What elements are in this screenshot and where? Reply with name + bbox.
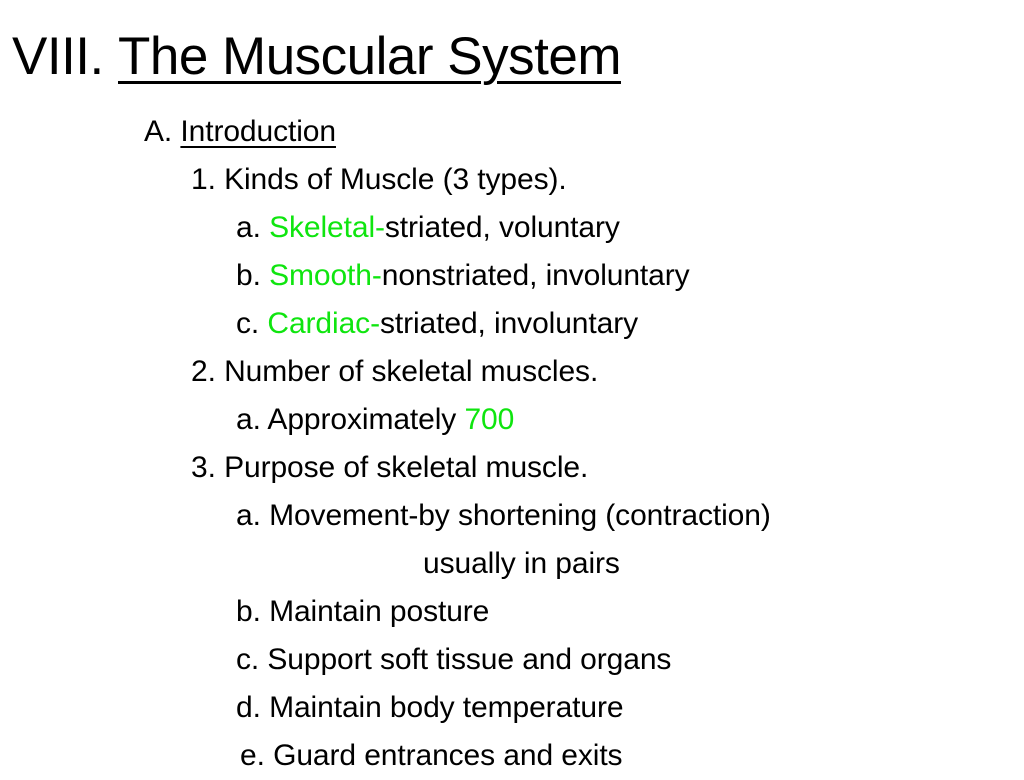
label-movement: Movement-by shortening (contraction) — [269, 499, 771, 532]
outline-item-3: 3. Purpose of skeletal muscle. — [0, 444, 1024, 492]
outline-item-1: 1. Kinds of Muscle (3 types). — [0, 156, 1024, 204]
highlight-muscle-count: 700 — [464, 403, 515, 436]
label-support-soft-tissue: Support soft tissue and organs — [267, 643, 672, 676]
marker-3b: b. — [236, 595, 261, 628]
marker-1a: a. — [236, 211, 261, 244]
highlight-smooth: Smooth- — [269, 259, 382, 292]
outline-item-3a-continuation: usually in pairs — [0, 540, 1024, 588]
outline-item-2: 2. Number of skeletal muscles. — [0, 348, 1024, 396]
label-maintain-body-temperature: Maintain body temperature — [269, 691, 624, 724]
title-heading: The Muscular System — [118, 27, 621, 86]
outline-item-3e: e. Guard entrances and exits — [0, 732, 1024, 780]
marker-3c: c. — [236, 643, 260, 676]
label-skeletal-desc: striated, voluntary — [384, 211, 620, 244]
marker-3a: a. — [236, 499, 261, 532]
highlight-skeletal: Skeletal- — [269, 211, 385, 244]
outline-item-2a: a. Approximately 700 — [0, 396, 1024, 444]
marker-2a: a. — [236, 403, 261, 436]
marker-1: 1. — [191, 163, 216, 196]
page-title: VIII. The Muscular System — [12, 26, 621, 88]
label-introduction: Introduction — [180, 115, 336, 148]
label-number-of-muscles: Number of skeletal muscles. — [224, 355, 599, 388]
outline-item-1a: a. Skeletal-striated, voluntary — [0, 204, 1024, 252]
label-maintain-posture: Maintain posture — [269, 595, 490, 628]
outline-item-1b: b. Smooth-nonstriated, involuntary — [0, 252, 1024, 300]
outline-list: A. Introduction 1. Kinds of Muscle (3 ty… — [0, 108, 1024, 780]
label-purpose: Purpose of skeletal muscle. — [224, 451, 589, 484]
label-usually-in-pairs: usually in pairs — [423, 547, 620, 580]
title-spacer — [104, 27, 118, 86]
label-approximately: Approximately — [267, 403, 465, 436]
outline-item-a-introduction: A. Introduction — [0, 108, 1024, 156]
label-cardiac-desc: striated, involuntary — [379, 307, 638, 340]
outline-item-3d: d. Maintain body temperature — [0, 684, 1024, 732]
marker-1b: b. — [236, 259, 261, 292]
marker-1c: c. — [236, 307, 260, 340]
outline-item-3a: a. Movement-by shortening (contraction) — [0, 492, 1024, 540]
label-smooth-desc: nonstriated, involuntary — [381, 259, 690, 292]
outline-item-3b: b. Maintain posture — [0, 588, 1024, 636]
highlight-cardiac: Cardiac- — [267, 307, 380, 340]
label-kinds-of-muscle: Kinds of Muscle (3 types). — [224, 163, 567, 196]
marker-3: 3. — [191, 451, 216, 484]
outline-item-1c: c. Cardiac-striated, involuntary — [0, 300, 1024, 348]
marker-a: A. — [144, 115, 173, 148]
title-number: VIII. — [12, 27, 104, 86]
outline-item-3c: c. Support soft tissue and organs — [0, 636, 1024, 684]
marker-2: 2. — [191, 355, 216, 388]
label-guard-entrances: Guard entrances and exits — [273, 739, 623, 772]
marker-3d: d. — [236, 691, 261, 724]
marker-3e: e. — [240, 739, 265, 772]
